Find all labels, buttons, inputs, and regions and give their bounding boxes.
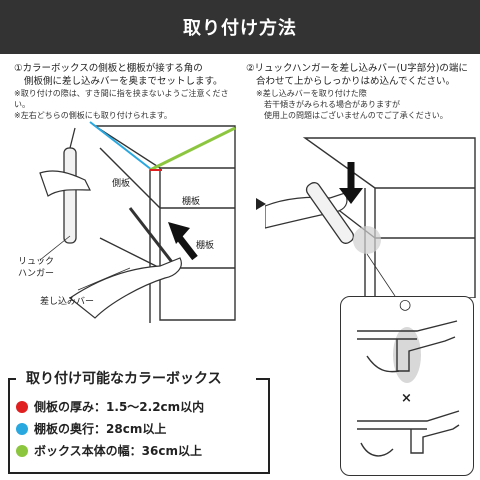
ok-mark: ○ (399, 297, 412, 313)
focus-circle (353, 226, 381, 254)
correct-fit-diagram (357, 320, 458, 383)
red-dot-icon (16, 400, 28, 413)
insert-bar-icon (128, 207, 177, 267)
width-marker-line (149, 126, 236, 172)
spec-label: ボックス本体の幅 (34, 444, 130, 458)
next-step-arrow-icon (256, 198, 266, 210)
spec-label: 側板の厚み (34, 400, 95, 414)
step1-line1: ①カラーボックスの側板と棚板が接する角の (14, 63, 203, 74)
spec-shelf-depth: 棚板の奥行：28cm以上 (16, 420, 166, 437)
side-board-label: 側板 (112, 179, 131, 189)
middle-shelf-label: 棚板 (196, 241, 215, 251)
step2-note2: 若干傾きがみられる場合がありますが (264, 100, 400, 109)
step1-illustration (39, 121, 236, 323)
hanger-label: リュック ハンガー (18, 256, 54, 280)
step2-note1: ※差し込みバーを取り付けた際 (256, 89, 367, 98)
step1-note1: ※取り付けの際は、すき間に指を挟まないようご注意ください。 (14, 89, 229, 109)
rucksack-hanger-icon (63, 127, 77, 244)
spec-value: 28cm以上 (106, 422, 167, 436)
step2-illustration (265, 137, 476, 298)
left-hand-icon (39, 170, 91, 197)
insert-bar-label: 差し込みバー (40, 297, 95, 307)
step1-line2: 側板側に差し込みバーを奥までセットします。 (24, 76, 223, 87)
step1-note2: ※左右どちらの側板にも取り付けられます。 (14, 111, 172, 120)
compatible-box-section: 取り付け可能なカラーボックス 側板の厚み：1.5〜2.2cm以内 棚板の奥行：2… (8, 368, 270, 476)
step1-text: ①カラーボックスの側板と棚板が接する角の 側板側に差し込みバーを奥までセットしま… (14, 62, 239, 121)
step2-text: ②リュックハンガーを差し込みバー(U字部分)の端に 合わせて上からしっかりはめ込… (246, 62, 476, 121)
rucksack-hanger-icon-2 (305, 182, 355, 244)
compat-frame (8, 378, 270, 474)
blue-dot-icon (16, 422, 28, 435)
ng-mark: × (401, 391, 412, 406)
depth-marker-line (89, 121, 153, 171)
hanger-label-line1: リュック (18, 257, 55, 267)
spec-label: 棚板の奥行 (34, 422, 95, 436)
top-shelf-label: 棚板 (182, 197, 201, 207)
down-arrow-icon (339, 162, 363, 204)
green-dot-icon (16, 444, 28, 457)
incorrect-fit-diagram (357, 410, 460, 457)
hanger-label-line2: ハンガー (18, 269, 55, 279)
spec-side-thickness: 側板の厚み：1.5〜2.2cm以内 (16, 398, 204, 415)
compat-title: 取り付け可能なカラーボックス (22, 368, 226, 388)
step2-line1: ②リュックハンガーを差し込みバー(U字部分)の端に (246, 63, 468, 74)
page-title: 取り付け方法 (183, 18, 297, 39)
step2-line2: 合わせて上からしっかりはめ込んでください。 (256, 76, 456, 87)
header-bar: 取り付け方法 (0, 0, 480, 54)
up-arrow-icon (168, 222, 198, 261)
spec-value: 1.5〜2.2cm以内 (106, 400, 205, 414)
detail-zoom-box: ○ × (340, 296, 474, 476)
right-hand-icon (68, 257, 182, 319)
spec-value: 36cm以上 (141, 444, 202, 458)
spec-box-width: ボックス本体の幅：36cm以上 (16, 442, 202, 459)
step2-note3: 使用上の問題はございませんのでご了承ください。 (264, 111, 448, 120)
